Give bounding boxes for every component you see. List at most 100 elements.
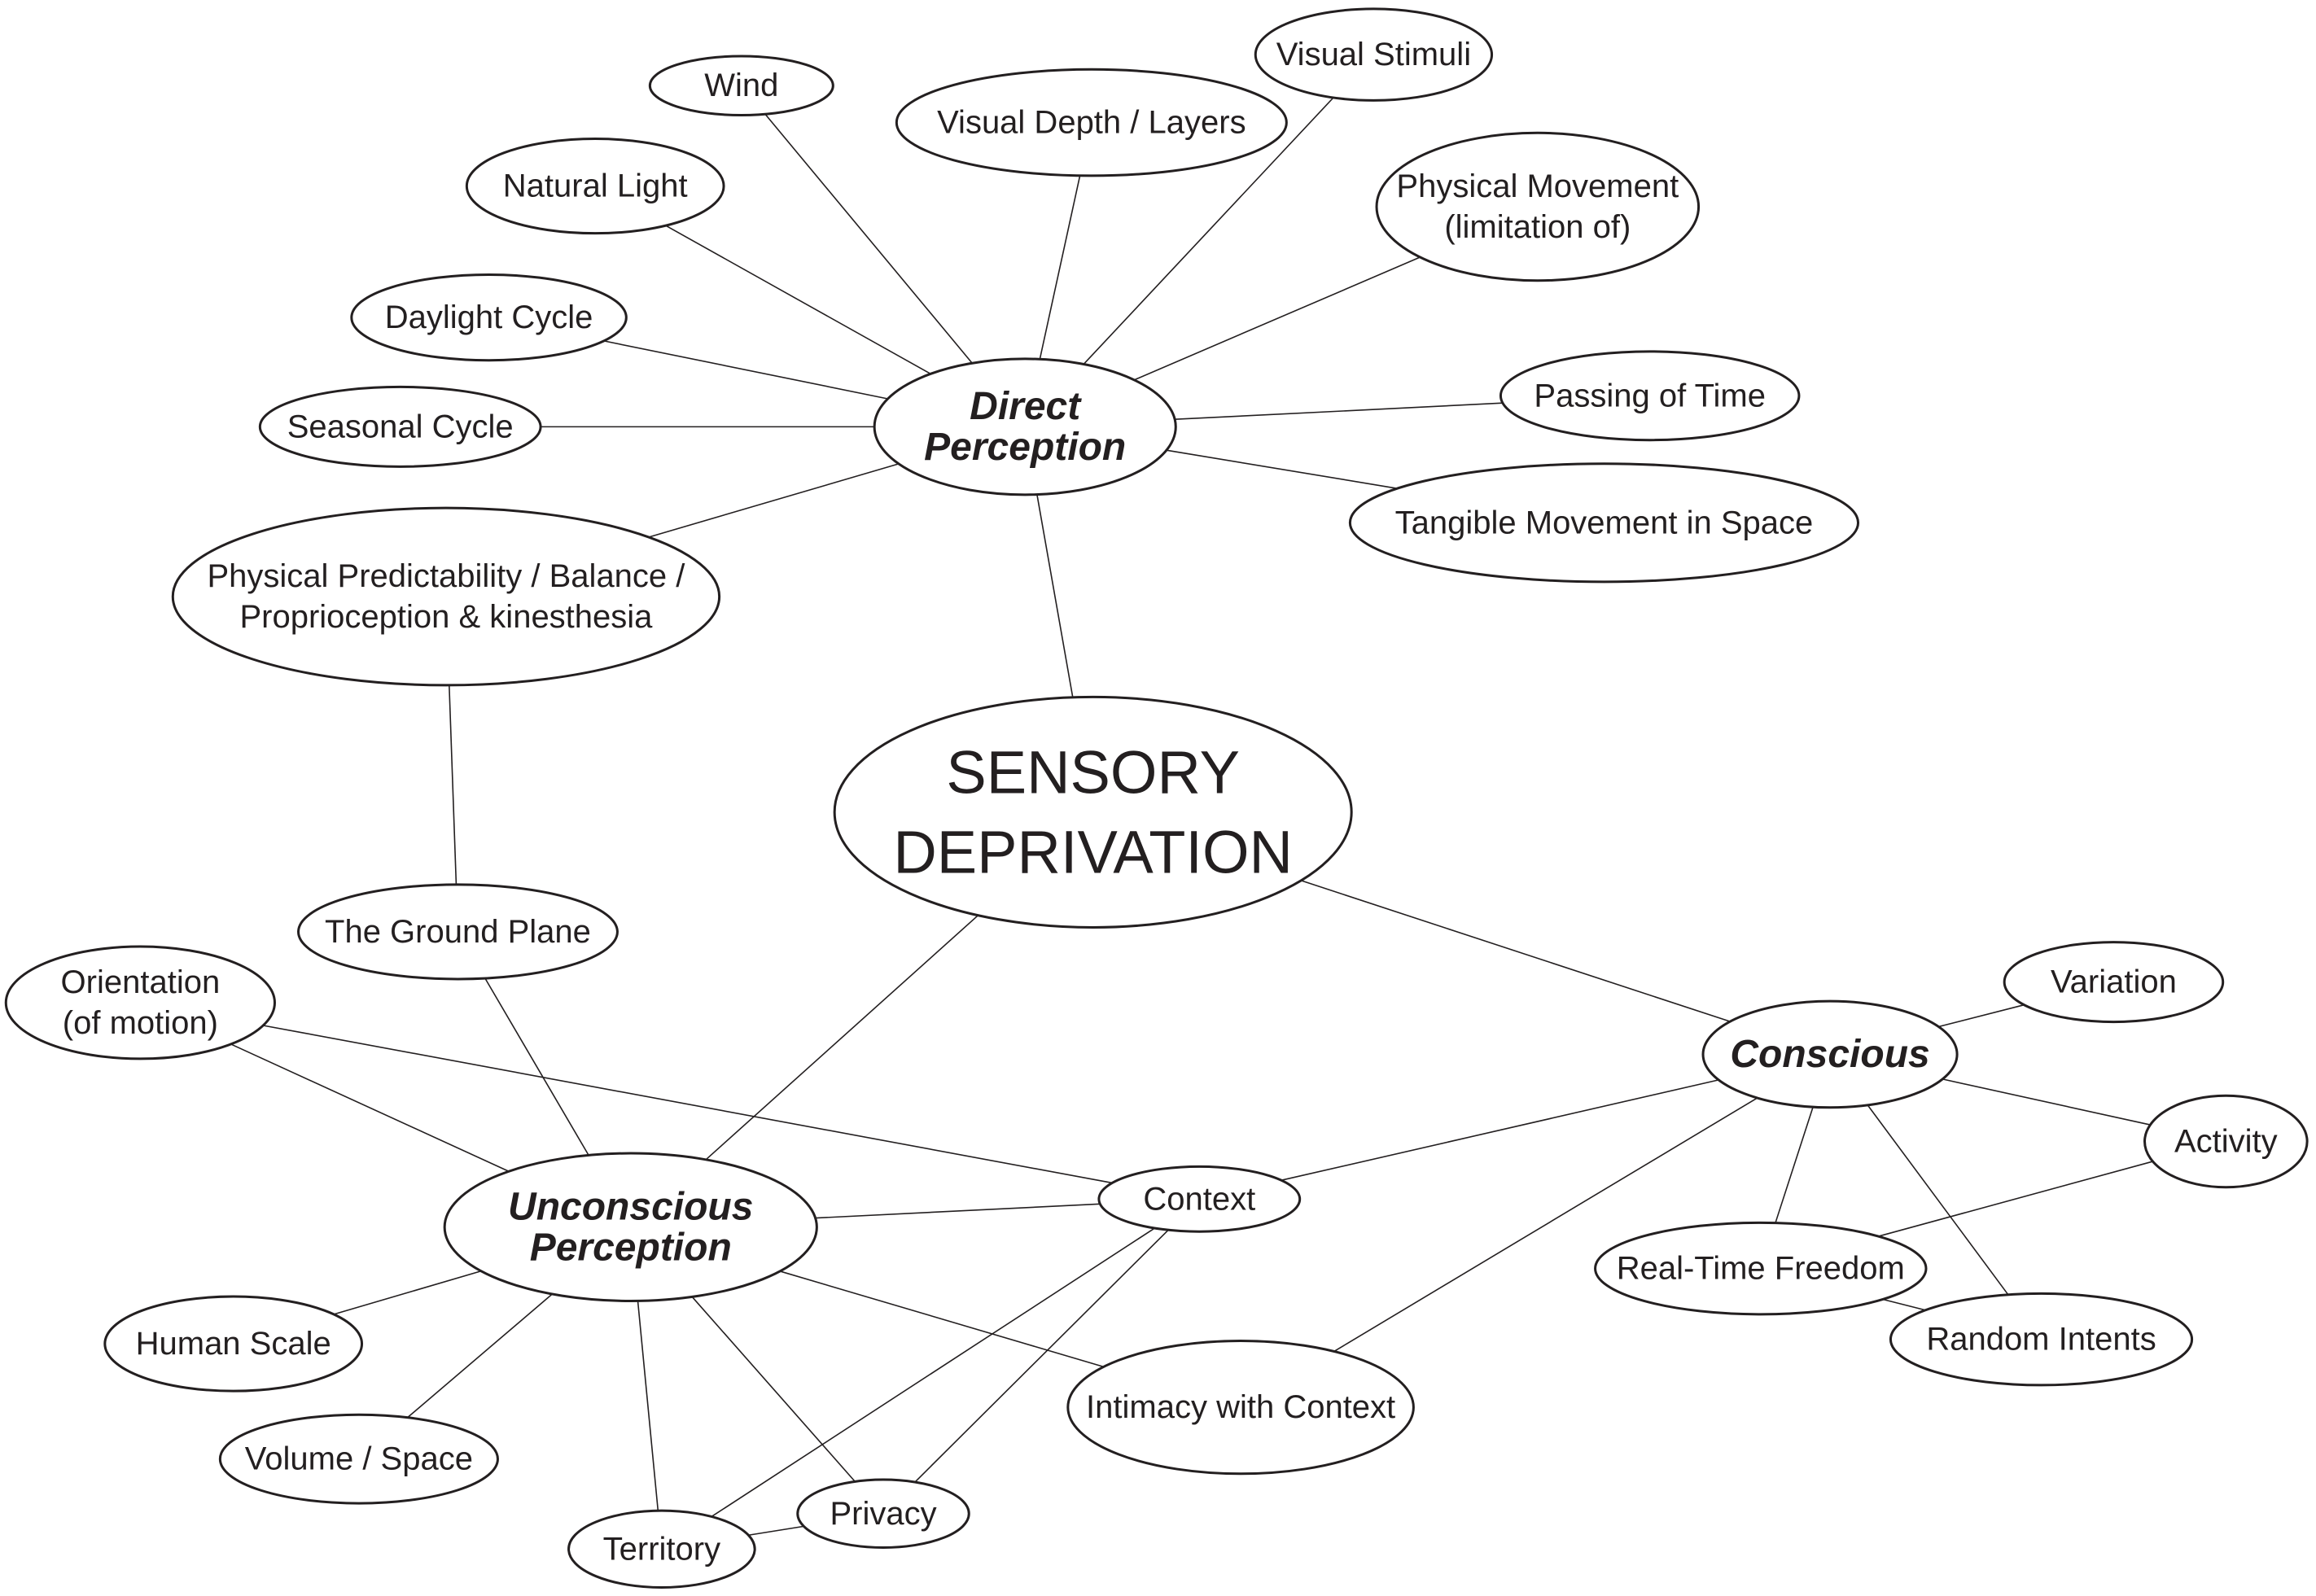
node-privacy: Privacy [796,1478,970,1550]
edge-natural-light-to-direct [665,225,931,375]
node-visual-depth: Visual Depth / Layers [895,68,1288,177]
node-orientation: Orientation (of motion) [4,945,276,1060]
node-ellipse [443,1152,818,1302]
edge-unconscious-to-privacy [691,1296,856,1482]
node-label: Real-Time Freedom [1617,1251,1905,1287]
node-label: Visual Stimuli [1276,37,1471,72]
node-ellipse [895,68,1288,177]
node-label: Direct [970,385,1082,428]
node-ellipse [1499,350,1801,442]
edge-root-to-conscious [1300,880,1731,1022]
node-label: Variation [2051,964,2177,1000]
node-ellipse [4,945,276,1060]
node-ellipse [1889,1292,2194,1387]
edge-context-to-conscious [1281,1079,1719,1181]
node-ellipse [2143,1094,2309,1189]
node-physical-predictability: Physical Predictability / Balance / Propr… [171,506,721,687]
node-label: Privacy [830,1496,936,1532]
edges [230,97,2153,1537]
node-label: Territory [603,1531,720,1567]
node-ellipse [1594,1221,1928,1316]
edge-conscious-to-variation [1938,1004,2025,1028]
node-volume-space: Volume / Space [218,1413,499,1505]
node-wind: Wind [648,55,834,117]
node-human-scale: Human Scale [103,1295,364,1393]
node-label: (of motion) [63,1005,218,1041]
edge-unconscious-to-context [815,1203,1101,1219]
node-ellipse [567,1509,756,1589]
node-label: Perception [924,426,1126,469]
node-label: Volume / Space [245,1441,473,1477]
edge-conscious-to-intimacy-with-context [1333,1097,1758,1353]
edge-orientation-to-context [263,1025,1113,1184]
edge-conscious-to-random-intents [1867,1104,2009,1296]
node-label: Proprioception & kinesthesia [239,599,653,635]
edge-physical-predictability-to-ground-plane [448,684,458,885]
edge-wind-to-direct [764,113,973,364]
node-variation: Variation [2003,941,2225,1024]
edge-territory-to-privacy [748,1525,804,1537]
node-label: Physical Movement [1396,168,1679,204]
node-ellipse [171,506,721,687]
node-ellipse [1097,1165,1302,1233]
node-ellipse [1348,462,1860,584]
node-root: SENSORY DEPRIVATION [833,695,1353,929]
edge-visual-depth-to-direct [1039,175,1081,360]
edge-tangible-movement-to-direct [1166,449,1398,489]
node-conscious: Conscious [1701,999,1959,1109]
node-label: Random Intents [1926,1322,2156,1358]
node-ellipse [350,273,628,362]
node-label: Conscious [1730,1033,1929,1076]
node-ellipse [648,55,834,117]
node-label: Natural Light [503,168,688,204]
edge-unconscious-to-territory [637,1301,659,1511]
nodes: SENSORYDEPRIVATIONDirectPerceptionUncons… [4,7,2309,1589]
edge-unconscious-to-volume-space [407,1293,553,1419]
node-activity: Activity [2143,1094,2309,1189]
node-label: Physical Predictability / Balance / [207,558,685,594]
node-label: Seasonal Cycle [287,409,514,444]
node-ellipse [258,385,542,468]
edge-ground-plane-to-unconscious [484,977,589,1156]
node-ellipse [1701,999,1959,1109]
edge-visual-stimuli-to-direct [1083,97,1334,365]
node-label: The Ground Plane [325,914,591,950]
node-intimacy-with-context: Intimacy with Context [1066,1339,1415,1476]
node-label: Perception [530,1226,732,1269]
edge-orientation-to-unconscious [230,1043,510,1172]
node-tangible-movement: Tangible Movement in Space [1348,462,1860,584]
edge-conscious-to-activity [1942,1078,2151,1126]
node-label: SENSORY [946,738,1240,806]
node-label: Intimacy with Context [1086,1389,1395,1425]
edge-unconscious-to-human-scale [333,1270,482,1315]
node-visual-stimuli: Visual Stimuli [1254,7,1494,102]
node-ellipse [873,357,1177,496]
node-label: Context [1143,1181,1255,1217]
node-ground-plane: The Ground Plane [297,883,619,981]
node-ellipse [833,695,1353,929]
node-label: DEPRIVATION [893,818,1293,885]
node-ellipse [1375,131,1701,282]
node-ellipse [1066,1339,1415,1476]
edge-context-to-privacy [914,1229,1169,1483]
node-label: (limitation of) [1444,209,1631,245]
node-label: Wind [704,68,778,103]
node-ellipse [1254,7,1494,102]
edge-passing-of-time-to-direct [1175,402,1503,421]
edge-unconscious-to-intimacy-with-context [779,1270,1104,1368]
node-daylight-cycle: Daylight Cycle [350,273,628,362]
node-natural-light: Natural Light [465,138,725,235]
node-label: Orientation [61,964,221,1000]
edge-root-to-unconscious [705,915,979,1161]
node-label: Daylight Cycle [385,300,593,335]
node-label: Human Scale [136,1326,331,1362]
node-label: Activity [2174,1124,2278,1160]
node-passing-of-time: Passing of Time [1499,350,1801,442]
node-real-time-freedom: Real-Time Freedom [1594,1221,1928,1316]
edge-daylight-cycle-to-direct [603,340,888,400]
edge-direct-to-root [1036,494,1074,697]
node-territory: Territory [567,1509,756,1589]
edge-context-to-territory [711,1227,1155,1518]
